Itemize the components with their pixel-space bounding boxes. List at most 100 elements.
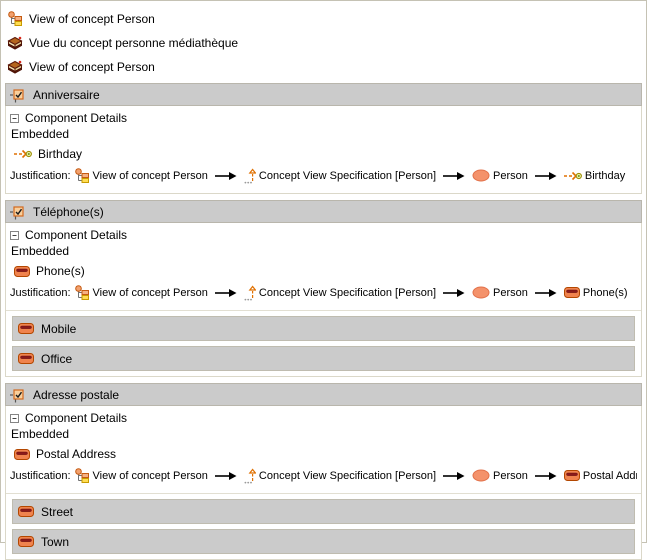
justification-step-label: Person bbox=[493, 169, 528, 182]
section-body: Component Details Embedded Postal Addres… bbox=[5, 406, 642, 560]
justification-step: Birthday bbox=[564, 170, 625, 182]
justification-step: Postal Address bbox=[564, 470, 637, 482]
attribute-label: Phone(s) bbox=[36, 264, 85, 278]
justification-step: View of concept Person bbox=[74, 285, 208, 301]
justification-step-label: Person bbox=[493, 469, 528, 482]
justification-step: Phone(s) bbox=[564, 287, 628, 299]
justification-step: Concept View Specification [Person] bbox=[244, 168, 436, 184]
section-anniversaire: Anniversaire Component Details Embedded … bbox=[5, 83, 642, 194]
sub-component-row[interactable]: Mobile bbox=[12, 316, 635, 341]
model-item-list: View of concept Person Vue du concept pe… bbox=[1, 1, 646, 81]
model-item-label: Vue du concept personne médiathèque bbox=[29, 36, 239, 50]
concept-view-tree-icon bbox=[74, 285, 90, 301]
justification-step: Concept View Specification [Person] bbox=[244, 285, 436, 301]
spec-up-arrow-icon bbox=[244, 468, 256, 484]
concept-view-tree-icon bbox=[74, 168, 90, 184]
section-adresse-postale: Adresse postale Component Details Embedd… bbox=[5, 383, 642, 560]
section-title: Adresse postale bbox=[33, 387, 120, 402]
justification-step-label: Concept View Specification [Person] bbox=[258, 469, 437, 482]
arrow-right-icon bbox=[443, 471, 465, 481]
justification-step: Person bbox=[472, 286, 528, 299]
section-title: Téléphone(s) bbox=[33, 204, 104, 219]
justification-step-label: Concept View Specification [Person] bbox=[258, 286, 437, 299]
sub-component-label: Town bbox=[41, 534, 70, 549]
component-details-label: Component Details bbox=[25, 228, 128, 242]
component-rect-icon bbox=[14, 266, 30, 277]
model-item[interactable]: View of concept Person bbox=[7, 7, 646, 31]
model-item[interactable]: Vue du concept personne médiathèque bbox=[7, 31, 646, 55]
embedded-label: Embedded bbox=[11, 127, 70, 141]
sub-component-label: Street bbox=[41, 504, 74, 519]
component-details-label: Component Details bbox=[25, 411, 128, 425]
concept-view-tree-icon bbox=[7, 11, 23, 27]
concept-ellipse-icon bbox=[472, 169, 490, 182]
arrow-right-icon bbox=[535, 171, 557, 181]
attribute-label: Postal Address bbox=[36, 447, 117, 461]
component-rect-icon bbox=[18, 323, 34, 334]
justification-step: View of concept Person bbox=[74, 468, 208, 484]
dashed-arrow-attribute-icon bbox=[564, 171, 582, 181]
sub-component-list: Mobile Office bbox=[6, 316, 641, 376]
component-rect-icon bbox=[18, 536, 34, 547]
sub-component-label: Mobile bbox=[41, 321, 77, 336]
justification-step-label: Birthday bbox=[584, 169, 626, 182]
justification-step: Person bbox=[472, 169, 528, 182]
component-rect-icon bbox=[14, 449, 30, 460]
arrow-right-icon bbox=[215, 471, 237, 481]
justification-row: Justification: View of concept Person Co… bbox=[10, 464, 637, 487]
dashed-arrow-attribute-icon bbox=[14, 149, 32, 159]
justification-step: Concept View Specification [Person] bbox=[244, 468, 436, 484]
concept-view-tree-icon bbox=[74, 468, 90, 484]
component-details-label: Component Details bbox=[25, 111, 128, 125]
justification-step: Person bbox=[472, 469, 528, 482]
checked-box-icon bbox=[10, 87, 26, 103]
justification-step-label: View of concept Person bbox=[92, 169, 208, 182]
arrow-right-icon bbox=[443, 288, 465, 298]
justification-step-label: Postal Address bbox=[582, 469, 637, 482]
collapse-minus-icon[interactable] bbox=[10, 414, 19, 423]
embedded-label: Embedded bbox=[11, 427, 70, 441]
spec-up-arrow-icon bbox=[244, 285, 256, 301]
collapse-minus-icon[interactable] bbox=[10, 231, 19, 240]
section-title: Anniversaire bbox=[33, 87, 100, 102]
model-book-icon bbox=[7, 35, 23, 51]
justification-row: Justification: View of concept Person Co… bbox=[10, 281, 637, 304]
component-rect-icon bbox=[564, 470, 580, 481]
arrow-right-icon bbox=[535, 288, 557, 298]
justification-step-label: Phone(s) bbox=[582, 286, 628, 299]
embedded-label: Embedded bbox=[11, 244, 70, 258]
checked-box-icon bbox=[10, 387, 26, 403]
sub-component-list: Street Town bbox=[6, 499, 641, 559]
justification-step-label: Person bbox=[493, 286, 528, 299]
component-rect-icon bbox=[564, 287, 580, 298]
section-telephones: Téléphone(s) Component Details Embedded … bbox=[5, 200, 642, 377]
justification-label: Justification: bbox=[10, 469, 71, 482]
concept-ellipse-icon bbox=[472, 469, 490, 482]
justification-label: Justification: bbox=[10, 286, 71, 299]
model-book-icon bbox=[7, 59, 23, 75]
section-header[interactable]: Adresse postale bbox=[5, 383, 642, 406]
sub-component-row[interactable]: Office bbox=[12, 346, 635, 371]
justification-step: View of concept Person bbox=[74, 168, 208, 184]
arrow-right-icon bbox=[215, 171, 237, 181]
section-header[interactable]: Téléphone(s) bbox=[5, 200, 642, 223]
sub-component-row[interactable]: Street bbox=[12, 499, 635, 524]
collapse-minus-icon[interactable] bbox=[10, 114, 19, 123]
model-item[interactable]: View of concept Person bbox=[7, 55, 646, 79]
justification-row: Justification: View of concept Person Co… bbox=[10, 164, 637, 187]
arrow-right-icon bbox=[535, 471, 557, 481]
sub-component-row[interactable]: Town bbox=[12, 529, 635, 554]
component-rect-icon bbox=[18, 353, 34, 364]
justification-step-label: Concept View Specification [Person] bbox=[258, 169, 437, 182]
section-header[interactable]: Anniversaire bbox=[5, 83, 642, 106]
sub-component-label: Office bbox=[41, 351, 73, 366]
arrow-right-icon bbox=[443, 171, 465, 181]
justification-label: Justification: bbox=[10, 169, 71, 182]
concept-ellipse-icon bbox=[472, 286, 490, 299]
justification-step-label: View of concept Person bbox=[92, 469, 208, 482]
model-item-label: View of concept Person bbox=[29, 60, 155, 74]
justification-step-label: View of concept Person bbox=[92, 286, 208, 299]
attribute-label: Birthday bbox=[38, 147, 83, 161]
spec-up-arrow-icon bbox=[244, 168, 256, 184]
section-body: Component Details Embedded Birthday Just… bbox=[5, 106, 642, 194]
